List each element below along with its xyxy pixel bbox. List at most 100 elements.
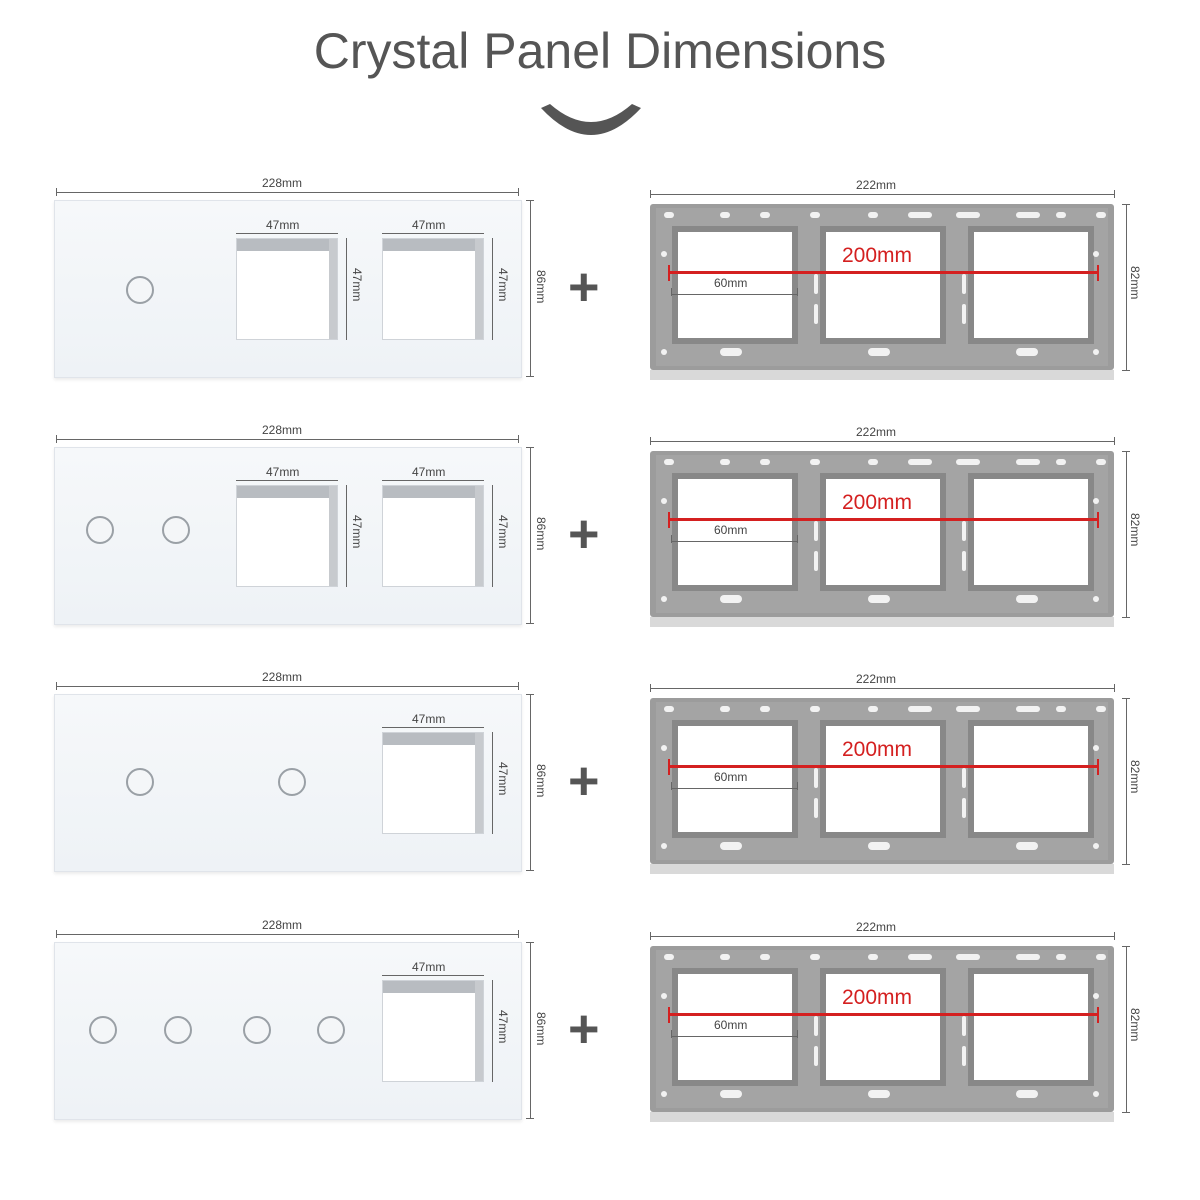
dim-tick [518, 435, 519, 443]
touch-button[interactable] [86, 516, 114, 544]
frame-width-line [650, 936, 1114, 937]
dim-tick [518, 930, 519, 938]
panel-width-line [56, 686, 518, 687]
dim-tick [1114, 932, 1115, 940]
pitch-label: 60mm [714, 276, 748, 290]
panel-height-label: 86mm [534, 1012, 548, 1046]
panel-width-line [56, 934, 518, 935]
dim-tick [797, 535, 798, 543]
dim-tick [797, 782, 798, 790]
touch-button[interactable] [126, 276, 154, 304]
frame-height-line [1126, 698, 1127, 864]
dim-tick [1114, 437, 1115, 445]
socket-width-line [382, 233, 484, 234]
panel-width-label: 228mm [262, 670, 303, 684]
dim-tick [1122, 864, 1130, 865]
dim-tick [671, 1030, 672, 1038]
socket-height-label: 47mm [350, 268, 364, 302]
touch-button[interactable] [89, 1016, 117, 1044]
frame-width-label: 222mm [856, 425, 897, 439]
socket-height-line [492, 732, 493, 834]
socket-width-label: 47mm [412, 218, 446, 232]
dim-tick [526, 623, 534, 624]
socket-opening [382, 485, 484, 587]
socket-shade [329, 486, 337, 586]
dim-tick [526, 376, 534, 377]
pitch-line [671, 294, 797, 295]
dim-tick [1122, 370, 1130, 371]
touch-button[interactable] [162, 516, 190, 544]
dim-tick [797, 288, 798, 296]
pitch-label: 60mm [714, 1018, 748, 1032]
touch-button[interactable] [164, 1016, 192, 1044]
socket-width-label: 47mm [412, 465, 446, 479]
frame-height-line [1126, 204, 1127, 370]
dim-tick [518, 188, 519, 196]
span-cap [1097, 265, 1099, 281]
socket-shade [475, 733, 483, 833]
span-cap [1097, 1007, 1099, 1023]
touch-button[interactable] [126, 768, 154, 796]
dim-tick [1122, 204, 1130, 205]
dim-tick [650, 190, 651, 198]
socket-height-line [492, 238, 493, 340]
socket-height-line [492, 980, 493, 1082]
panel-height-label: 86mm [534, 270, 548, 304]
span-line [669, 1013, 1099, 1016]
dim-tick [56, 188, 57, 196]
frame-width-label: 222mm [856, 920, 897, 934]
touch-button[interactable] [317, 1016, 345, 1044]
socket-width-line [382, 480, 484, 481]
span-cap [1097, 512, 1099, 528]
touch-button[interactable] [278, 768, 306, 796]
socket-opening [382, 238, 484, 340]
plus-sign: + [568, 751, 600, 811]
socket-shade [237, 486, 337, 498]
dim-tick [671, 288, 672, 296]
panel-height-label: 86mm [534, 517, 548, 551]
mounting-frame [650, 946, 1114, 1122]
span-cap [668, 512, 670, 528]
mounting-frame [650, 451, 1114, 627]
dim-tick [526, 870, 534, 871]
dim-tick [1122, 617, 1130, 618]
mounting-frame [650, 204, 1114, 380]
frame-height-label: 82mm [1128, 513, 1142, 547]
socket-width-label: 47mm [266, 465, 300, 479]
frame-width-line [650, 194, 1114, 195]
panel-width-label: 228mm [262, 918, 303, 932]
socket-width-line [236, 480, 338, 481]
mounting-frame [650, 698, 1114, 874]
plus-sign: + [568, 504, 600, 564]
socket-height-label: 47mm [496, 1010, 510, 1044]
frame-width-line [650, 441, 1114, 442]
dim-tick [1122, 451, 1130, 452]
socket-width-label: 47mm [412, 712, 446, 726]
socket-opening [382, 980, 484, 1082]
panel-height-line [530, 942, 531, 1118]
span-line [669, 518, 1099, 521]
socket-height-line [346, 485, 347, 587]
span-line [669, 271, 1099, 274]
page-title: Crystal Panel Dimensions [313, 23, 887, 79]
pitch-line [671, 541, 797, 542]
dim-tick [518, 682, 519, 690]
socket-opening [236, 238, 338, 340]
dim-tick [1114, 190, 1115, 198]
dim-tick [650, 684, 651, 692]
span-label: 200mm [842, 738, 913, 761]
dim-tick [1122, 1112, 1130, 1113]
socket-width-label: 47mm [412, 960, 446, 974]
frame-height-label: 82mm [1128, 760, 1142, 794]
dim-tick [1122, 698, 1130, 699]
dim-tick [526, 200, 534, 201]
socket-height-line [346, 238, 347, 340]
socket-shade [237, 239, 337, 251]
plus-sign: + [568, 257, 600, 317]
dim-tick [650, 437, 651, 445]
touch-button[interactable] [243, 1016, 271, 1044]
dim-tick [526, 1118, 534, 1119]
span-label: 200mm [842, 491, 913, 514]
